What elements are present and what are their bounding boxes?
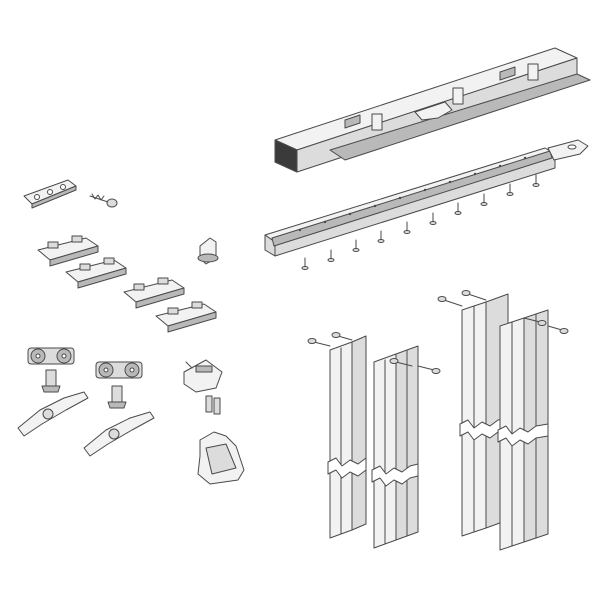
- roller-carriage-2: [95, 361, 143, 379]
- perforated-mounting-channel: [264, 139, 589, 257]
- guide-bracket-1: [37, 235, 99, 267]
- profile-screws: [307, 290, 569, 374]
- rail-end-cap: [274, 139, 298, 173]
- mounting-screws: [301, 174, 540, 270]
- guide-bracket-3: [123, 277, 185, 309]
- top-track-rail: [274, 47, 591, 173]
- vertical-door-profile-1: [327, 335, 367, 539]
- hardware-bag: [197, 431, 245, 485]
- roller-carriage-1: [27, 347, 75, 365]
- hanging-plate-2: [83, 411, 155, 457]
- hanger-bolt-1: [41, 369, 61, 393]
- vertical-door-profile-4: [497, 309, 549, 551]
- hanger-bolt-2: [107, 385, 127, 409]
- spacer-pins: [205, 395, 221, 415]
- wall-screw: [89, 193, 118, 208]
- hanging-plate-1: [17, 391, 89, 437]
- small-guide: [197, 237, 219, 265]
- connector-plate: [23, 179, 77, 209]
- guide-bracket-4: [155, 301, 217, 333]
- vertical-door-profile-2: [371, 345, 419, 549]
- end-stopper: [183, 359, 223, 393]
- guide-bracket-2: [65, 257, 127, 289]
